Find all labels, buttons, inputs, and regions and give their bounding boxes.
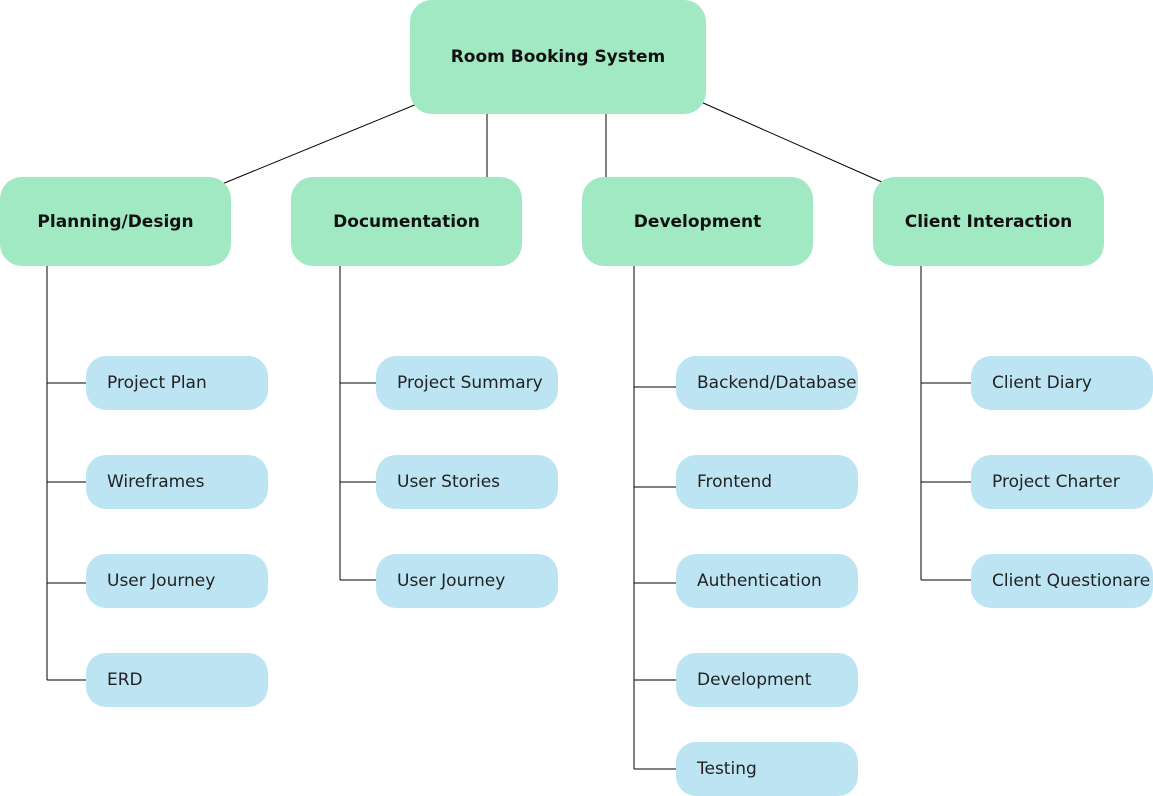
- leaf-erd: ERD: [86, 653, 268, 707]
- leaf-client-diary: Client Diary: [971, 356, 1153, 410]
- leaf-project-summary: Project Summary: [376, 356, 558, 410]
- leaf-client-questionare: Client Questionare: [971, 554, 1153, 608]
- leaf-user-journey: User Journey: [86, 554, 268, 608]
- leaf-frontend: Frontend: [676, 455, 858, 509]
- leaf-user-stories: User Stories: [376, 455, 558, 509]
- leaf-wireframes: Wireframes: [86, 455, 268, 509]
- category-documentation: Documentation: [291, 177, 522, 266]
- leaf-project-plan: Project Plan: [86, 356, 268, 410]
- connector-root-planning: [221, 103, 418, 185]
- connector-root-client: [700, 101, 885, 184]
- leaf-project-charter: Project Charter: [971, 455, 1153, 509]
- leaf-testing: Testing: [676, 742, 858, 796]
- category-planning-design: Planning/Design: [0, 177, 231, 266]
- category-development: Development: [582, 177, 813, 266]
- leaf-development: Development: [676, 653, 858, 707]
- root-node: Room Booking System: [410, 0, 706, 114]
- leaf-user-journey-doc: User Journey: [376, 554, 558, 608]
- category-client-interaction: Client Interaction: [873, 177, 1104, 266]
- leaf-authentication: Authentication: [676, 554, 858, 608]
- leaf-backend-database: Backend/Database: [676, 356, 858, 410]
